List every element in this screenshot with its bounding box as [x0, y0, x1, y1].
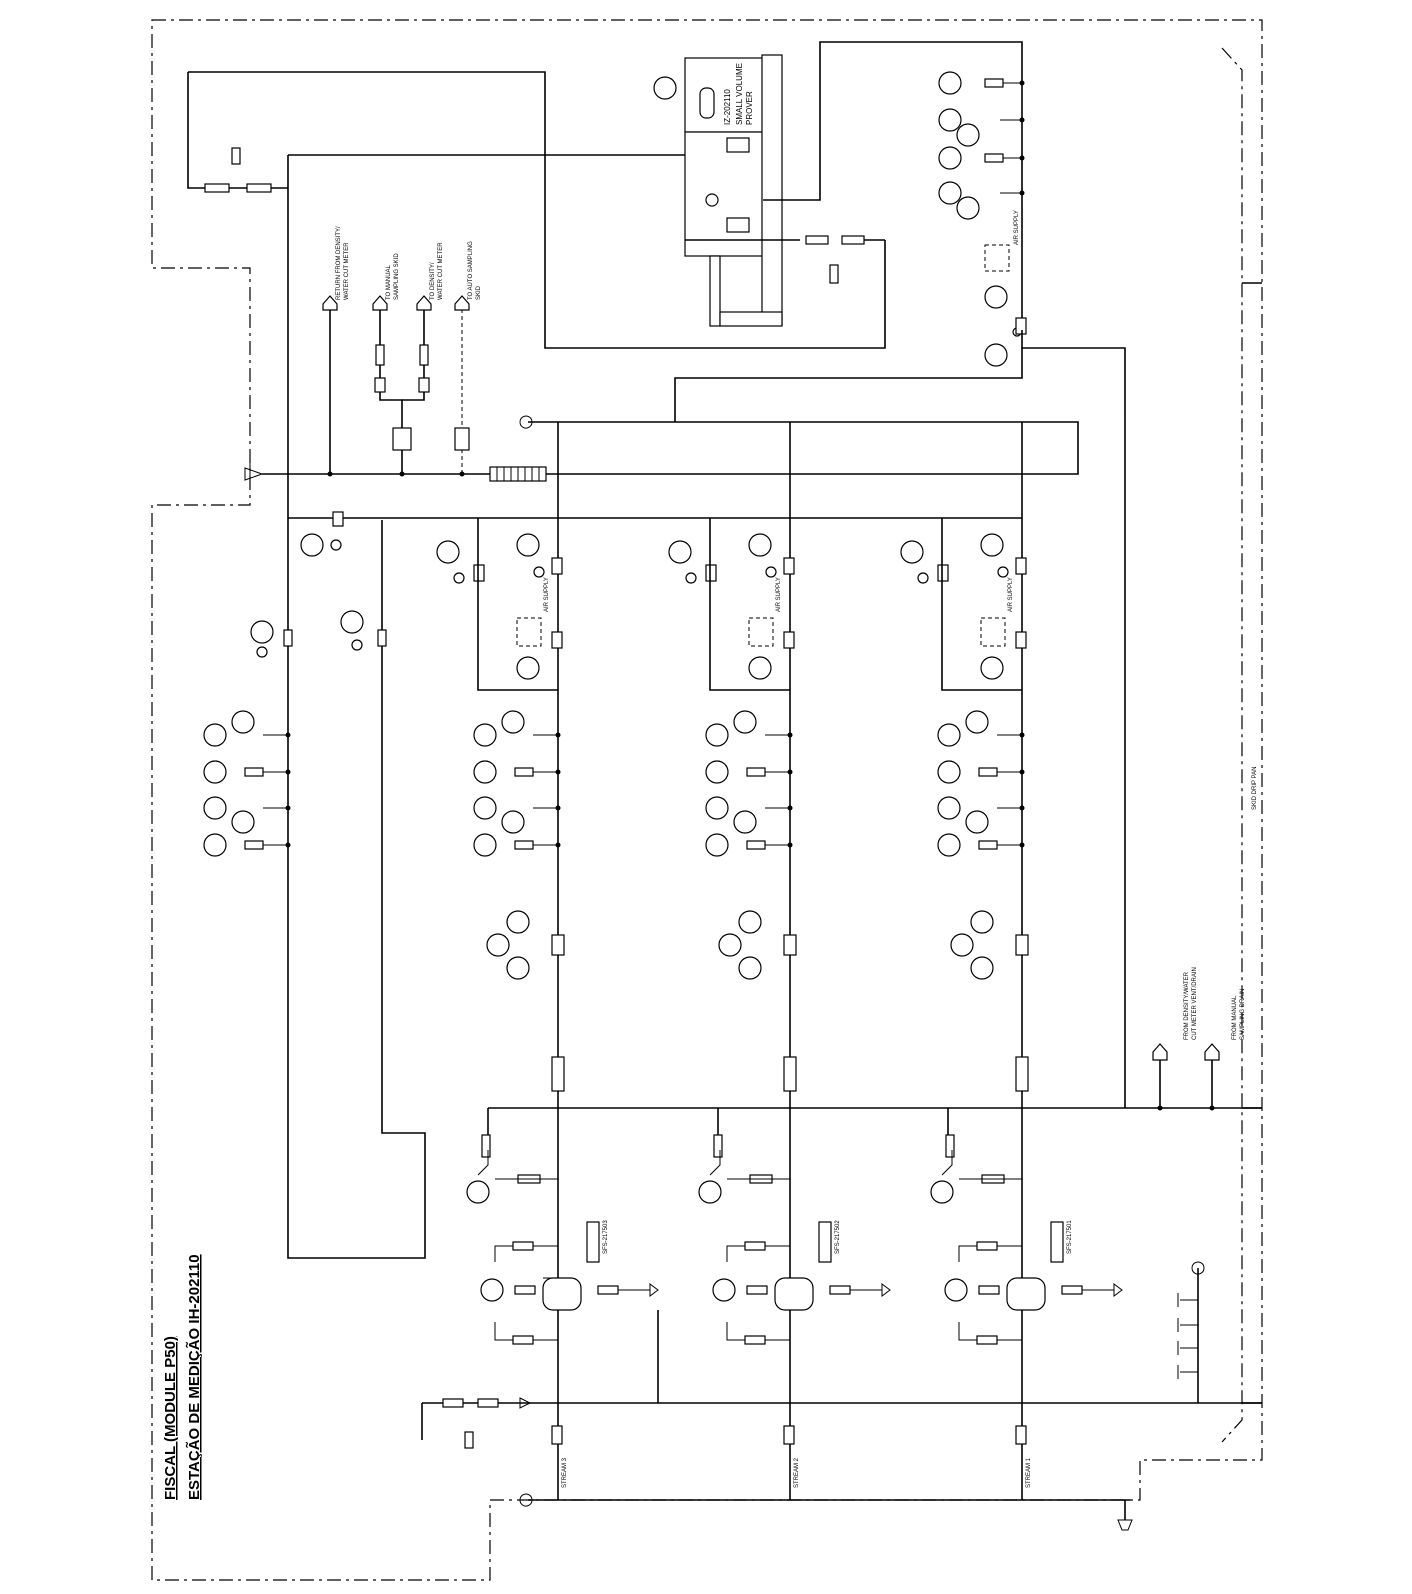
from-density-label-2: CUT METER VENT/DRAIN: [1192, 967, 1198, 1040]
from-manual-label-2: SAMPLING DRAIN: [1240, 989, 1246, 1040]
prover-name: SMALL VOLUME: [735, 63, 744, 125]
small-volume-prover: IZ-202110 SMALL VOLUME PROVER: [653, 41, 1023, 330]
air-supply-label-2: AIR SUPPLY: [776, 577, 782, 612]
main-headers: FROM DENSITY/WATER CUT METER VENT/DRAIN …: [421, 282, 1262, 1531]
air-supply-label-prover: AIR SUPPLY: [1014, 210, 1020, 245]
air-supply-labels: AIR SUPPLY AIR SUPPLY AIR SUPPLY AIR SUP…: [544, 210, 1020, 612]
title-line-2: ESTAÇÃO DE MEDIÇÃO IH-202110: [185, 1254, 203, 1500]
meter-run-stream-3: STREAM 3 SFS-217503: [436, 422, 659, 1500]
stream-2-filter-tag: SFS-217502: [835, 1220, 841, 1254]
title-line-1: FISCAL (MODULE P50): [162, 1336, 179, 1500]
to-auto-label-2: SKID: [476, 285, 482, 300]
to-manual-label: TO MANUAL: [386, 264, 392, 300]
from-density-label: FROM DENSITY/WATER: [1184, 971, 1190, 1040]
meter-run-stream-2: STREAM 2 SFS-217502: [668, 422, 891, 1500]
stream-3-label: STREAM 3: [562, 1457, 568, 1488]
air-supply-label-1: AIR SUPPLY: [1008, 577, 1014, 612]
prover-name-2: PROVER: [745, 91, 754, 125]
stream-1-filter-tag: SFS-217501: [1067, 1220, 1073, 1254]
bypass-column: [203, 511, 1022, 857]
air-supply-label-3: AIR SUPPLY: [544, 577, 550, 612]
drawing-title: FISCAL (MODULE P50) ESTAÇÃO DE MEDIÇÃO I…: [162, 1254, 203, 1500]
top-return-loop: [187, 71, 886, 1259]
drip-pan-label: SKID DRIP PAN: [1252, 767, 1258, 810]
prover-tag: IZ-202110: [723, 89, 732, 125]
stream-3-filter-tag: SFS-217503: [603, 1220, 609, 1254]
return-density-label-2: WATER CUT METER: [344, 242, 350, 300]
stream-2-label: STREAM 2: [794, 1457, 800, 1488]
skid-boundary: [151, 19, 1263, 1581]
from-manual-label: FROM MANUAL: [1232, 995, 1238, 1040]
to-manual-label-2: SAMPLING SKID: [394, 253, 400, 300]
meter-run-stream-1: STREAM 1 SFS-217501: [900, 422, 1123, 1500]
to-density-label: TO DENSITY/: [430, 262, 436, 300]
return-density-label: RETURN FROM DENSITY/: [336, 226, 342, 300]
to-auto-label: TO AUTO SAMPLING: [468, 241, 474, 300]
to-density-label-2: WATER CUT METER: [438, 242, 444, 300]
prover-instruments: [938, 71, 1030, 367]
stream-1-label: STREAM 1: [1026, 1457, 1032, 1488]
sampling-header: RETURN FROM DENSITY/ WATER CUT METER TO …: [244, 226, 1079, 488]
